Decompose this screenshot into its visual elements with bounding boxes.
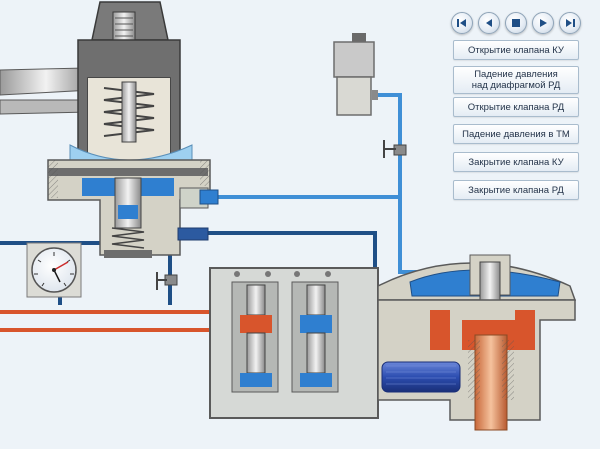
solenoid-valve: [333, 33, 378, 116]
stop-icon: [512, 19, 520, 27]
valve-rd-assembly: [377, 254, 577, 431]
skip-to-start-button[interactable]: [451, 12, 473, 34]
shutoff-tap-upper: [383, 140, 407, 158]
step-button-ku-open[interactable]: Открытие клапана КУ: [453, 40, 579, 60]
shutoff-tap-lower: [156, 272, 178, 290]
step-back-button[interactable]: [478, 12, 500, 34]
distributor-block: [209, 267, 379, 419]
play-button[interactable]: [532, 12, 554, 34]
step-button-pressure-drop-tm[interactable]: Падение давления в ТМ: [453, 124, 579, 144]
skip-to-start-icon: [457, 19, 466, 27]
play-icon: [540, 19, 547, 27]
stop-button[interactable]: [505, 12, 527, 34]
valve-ku-assembly: [0, 1, 219, 258]
step-back-icon: [486, 19, 492, 27]
step-button-rd-open[interactable]: Открытие клапана РД: [453, 97, 579, 117]
step-button-ku-close[interactable]: Закрытие клапана КУ: [453, 152, 579, 172]
skip-to-end-icon: [566, 19, 575, 27]
step-button-pressure-drop-diaphragm[interactable]: Падение давления над диафрагмой РД: [453, 66, 579, 94]
pressure-gauge-icon: [26, 242, 82, 298]
skip-to-end-button[interactable]: [559, 12, 581, 34]
pipe-light-solenoid: [372, 93, 420, 274]
step-button-rd-close[interactable]: Закрытие клапана РД: [453, 180, 579, 200]
